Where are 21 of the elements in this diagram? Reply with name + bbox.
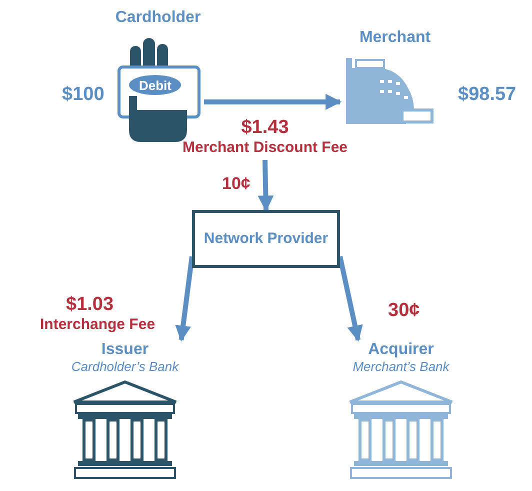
node-title: Issuer bbox=[100, 340, 150, 359]
amount-label: $1.43 bbox=[240, 118, 290, 138]
fee-label: Interchange Fee bbox=[40, 316, 156, 333]
amount-label: $100 bbox=[62, 84, 104, 106]
subtitle-label: Merchant’s Bank bbox=[352, 359, 450, 374]
amount-label: $1.03 bbox=[66, 294, 114, 316]
arrow bbox=[258, 160, 274, 212]
amount-label: 30¢ bbox=[388, 300, 420, 322]
process-box bbox=[192, 210, 340, 268]
node-title: Merchant bbox=[358, 28, 432, 47]
arrow bbox=[175, 256, 194, 342]
amount-label: 10¢ bbox=[222, 174, 250, 194]
node-title: Acquirer bbox=[367, 340, 435, 359]
amount-label: $98.57 bbox=[458, 84, 516, 106]
card-label: Debit bbox=[139, 78, 172, 93]
fee-label: Merchant Discount Fee bbox=[181, 138, 349, 158]
node-title: Network Provider bbox=[202, 229, 330, 248]
arrow bbox=[204, 94, 342, 110]
node-title: Cardholder bbox=[114, 8, 202, 27]
arrow bbox=[338, 256, 363, 342]
subtitle-label: Cardholder’s Bank bbox=[70, 359, 180, 374]
